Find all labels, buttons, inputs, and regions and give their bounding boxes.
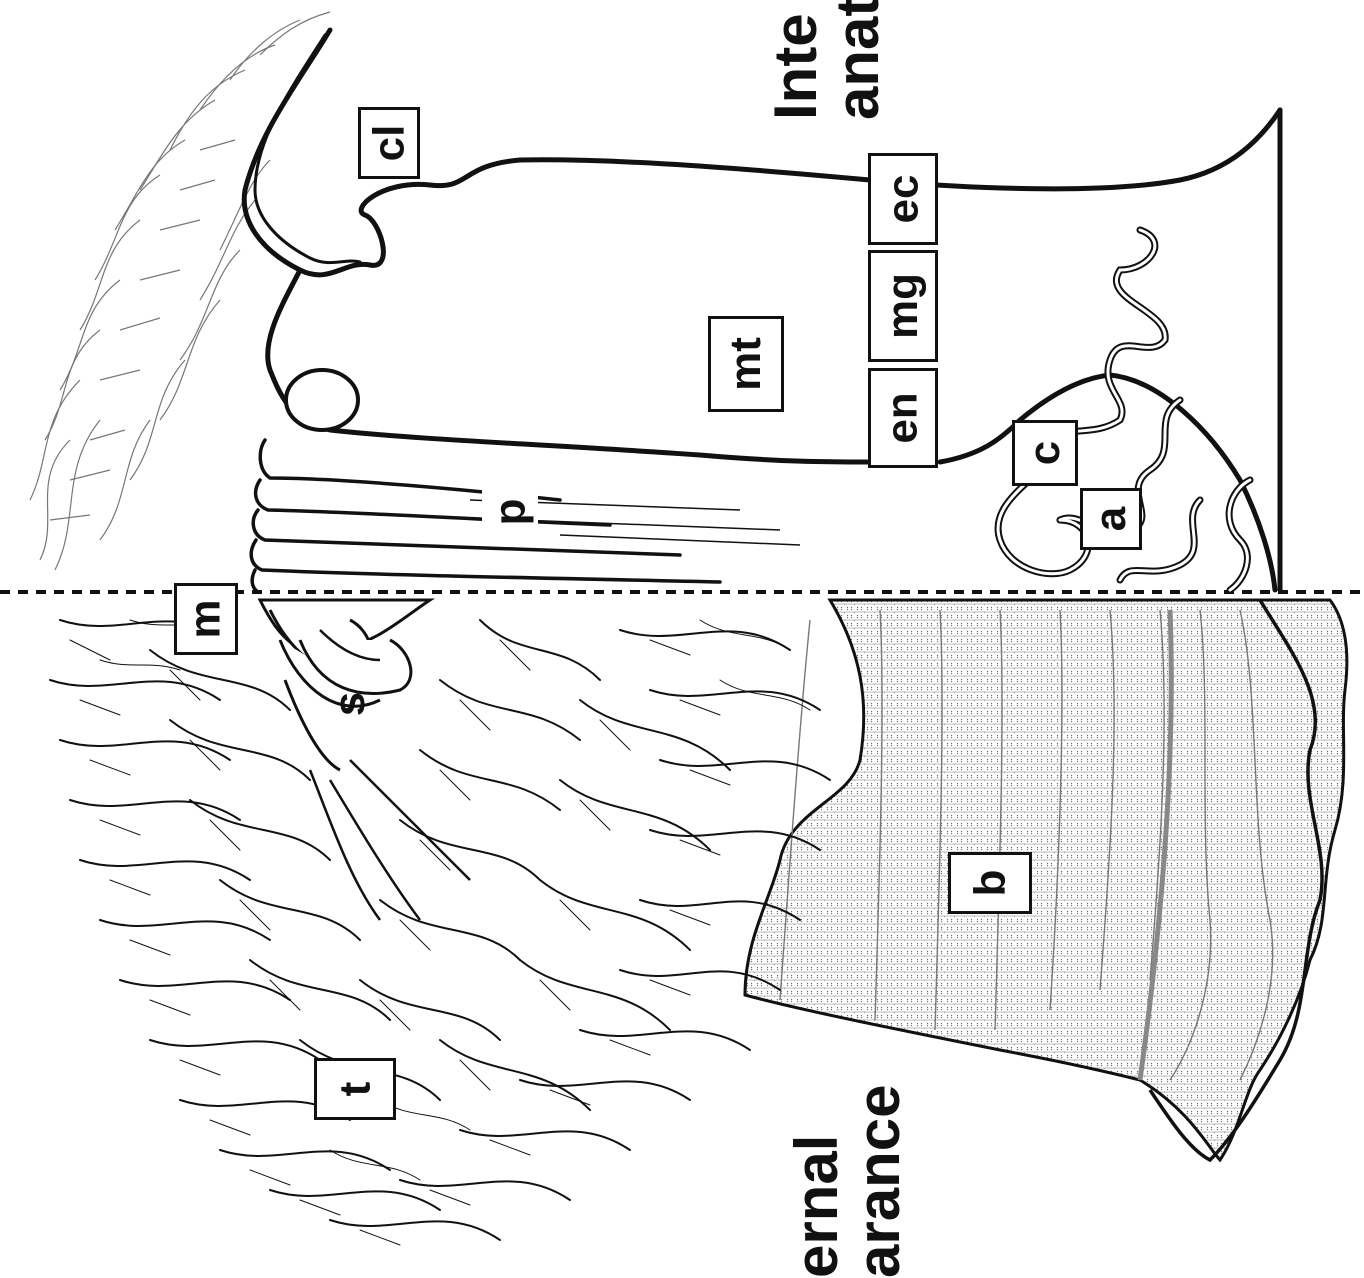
label-c: c bbox=[1012, 420, 1078, 486]
tentacle-crown-fine bbox=[70, 620, 810, 1245]
heading-external-line1: ernal bbox=[786, 1085, 848, 1278]
faint-tentacles-top bbox=[30, 12, 330, 570]
label-p: p bbox=[482, 482, 538, 542]
label-p-text: p bbox=[488, 499, 532, 526]
label-m-text: m bbox=[184, 599, 228, 638]
label-cl: cl bbox=[358, 107, 420, 179]
label-mt-text: mt bbox=[724, 337, 768, 391]
heading-external-line2: arance bbox=[848, 1085, 910, 1278]
label-t: t bbox=[314, 1058, 396, 1120]
label-mt: mt bbox=[708, 316, 784, 412]
label-en: en bbox=[868, 368, 938, 468]
label-m: m bbox=[174, 583, 238, 655]
heading-internal-anatomy: Inte anat bbox=[765, 0, 889, 120]
label-mg-text: mg bbox=[881, 273, 925, 339]
label-mg: mg bbox=[868, 250, 938, 362]
mouth-opening bbox=[286, 370, 358, 430]
label-a-text: a bbox=[1089, 507, 1133, 531]
label-ec: ec bbox=[868, 153, 938, 245]
heading-internal-line2: anat bbox=[827, 0, 889, 120]
external-column-body bbox=[745, 600, 1347, 1160]
tentacle-crown bbox=[50, 620, 830, 1240]
label-a: a bbox=[1080, 488, 1142, 550]
label-cl-text: cl bbox=[367, 125, 411, 162]
label-ec-text: ec bbox=[881, 175, 925, 224]
label-b: b bbox=[948, 852, 1032, 914]
label-s-text: s bbox=[328, 692, 372, 716]
label-b-text: b bbox=[968, 870, 1012, 897]
label-s: s bbox=[322, 676, 378, 732]
heading-external-appearance: ernal arance bbox=[786, 1085, 910, 1278]
label-c-text: c bbox=[1023, 441, 1067, 465]
label-t-text: t bbox=[333, 1082, 377, 1097]
heading-internal-line1: Inte bbox=[765, 0, 827, 120]
label-en-text: en bbox=[881, 392, 925, 443]
